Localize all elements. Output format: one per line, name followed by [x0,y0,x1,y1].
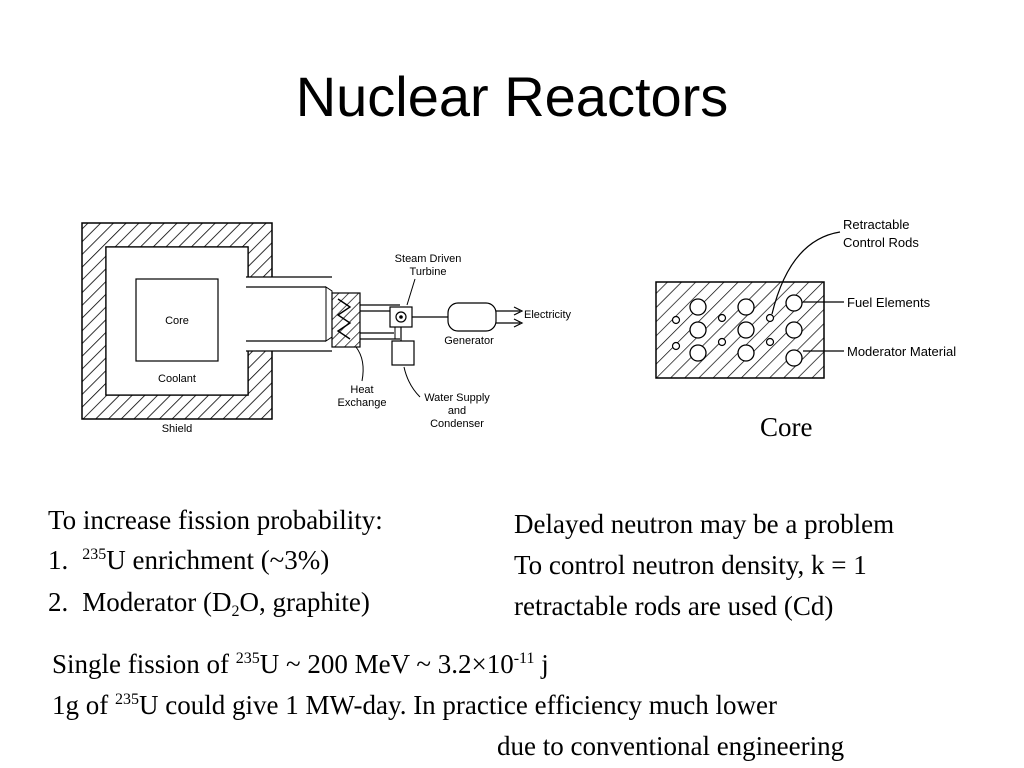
turbine-label-2: Turbine [410,266,447,278]
slide-title: Nuclear Reactors [295,65,729,128]
control-rods-line: retractable rods are used (Cd) [514,591,834,621]
turbine-label-1: Steam Driven [395,253,462,265]
fuel-elements [689,294,803,367]
control-rods-label-1: Retractable [843,217,909,232]
mass-number: 235 [115,691,139,708]
item-number: 2. [48,587,69,617]
fission-energy-line: Single fission of 235U ~ 200 MeV ~ 3.2×1… [52,644,549,684]
heat-label-2: Exchange [338,397,387,409]
text-segment: U ~ 200 MeV ~ 3.2×10 [259,649,514,679]
moderator-label: Moderator Material [847,344,956,359]
core-label: Core [165,315,189,327]
item-text-pre: Moderator (D [82,587,232,617]
item-number: 1. [48,545,69,575]
control-rods-label-2: Control Rods [843,235,919,250]
water-label-3: Condenser [430,418,484,430]
engineering-line: due to conventional engineering [497,731,845,761]
reactor-diagram: Core Coolant Shield Steam Driven Turbine… [81,222,572,435]
electricity-label: Electricity [524,309,572,321]
core-diagram: Retractable Control Rods Fuel Elements M… [655,217,956,379]
water-label-2: and [448,405,466,417]
generator-label: Generator [444,335,494,347]
heat-exchanger [325,286,333,342]
mass-number: 235 [82,546,107,563]
list-item-moderator: 2. Moderator (D2O, graphite) [48,582,370,622]
item-text-post: O, graphite) [239,587,370,617]
coolant-label: Coolant [158,373,196,385]
item-text: U enrichment (~3%) [106,545,330,575]
text-segment: j [534,649,549,679]
text-segment: Single fission of [52,649,236,679]
shield-label: Shield [162,423,193,435]
mw-day-line: 1g of 235U could give 1 MW-day. In pract… [52,685,777,725]
text-segment: 1g of [52,690,115,720]
subscript: 2 [231,603,240,620]
condenser [391,340,415,366]
control-rods [671,313,775,351]
neutron-density-line: To control neutron density, k = 1 [514,550,867,580]
exponent: -11 [513,650,535,667]
mass-number: 235 [235,650,260,667]
water-label-1: Water Supply [424,392,490,404]
generator [447,302,497,332]
core-caption: Core [760,412,813,442]
fuel-elements-label: Fuel Elements [847,295,931,310]
heat-label-1: Heat [350,384,373,396]
delayed-neutron-line: Delayed neutron may be a problem [514,509,895,539]
text-segment: U could give 1 MW-day. In practice effic… [139,690,778,720]
fission-heading: To increase fission probability: [48,505,383,535]
core-box [135,278,219,362]
list-item-enrichment: 1. 235U enrichment (~3%) [48,540,329,580]
